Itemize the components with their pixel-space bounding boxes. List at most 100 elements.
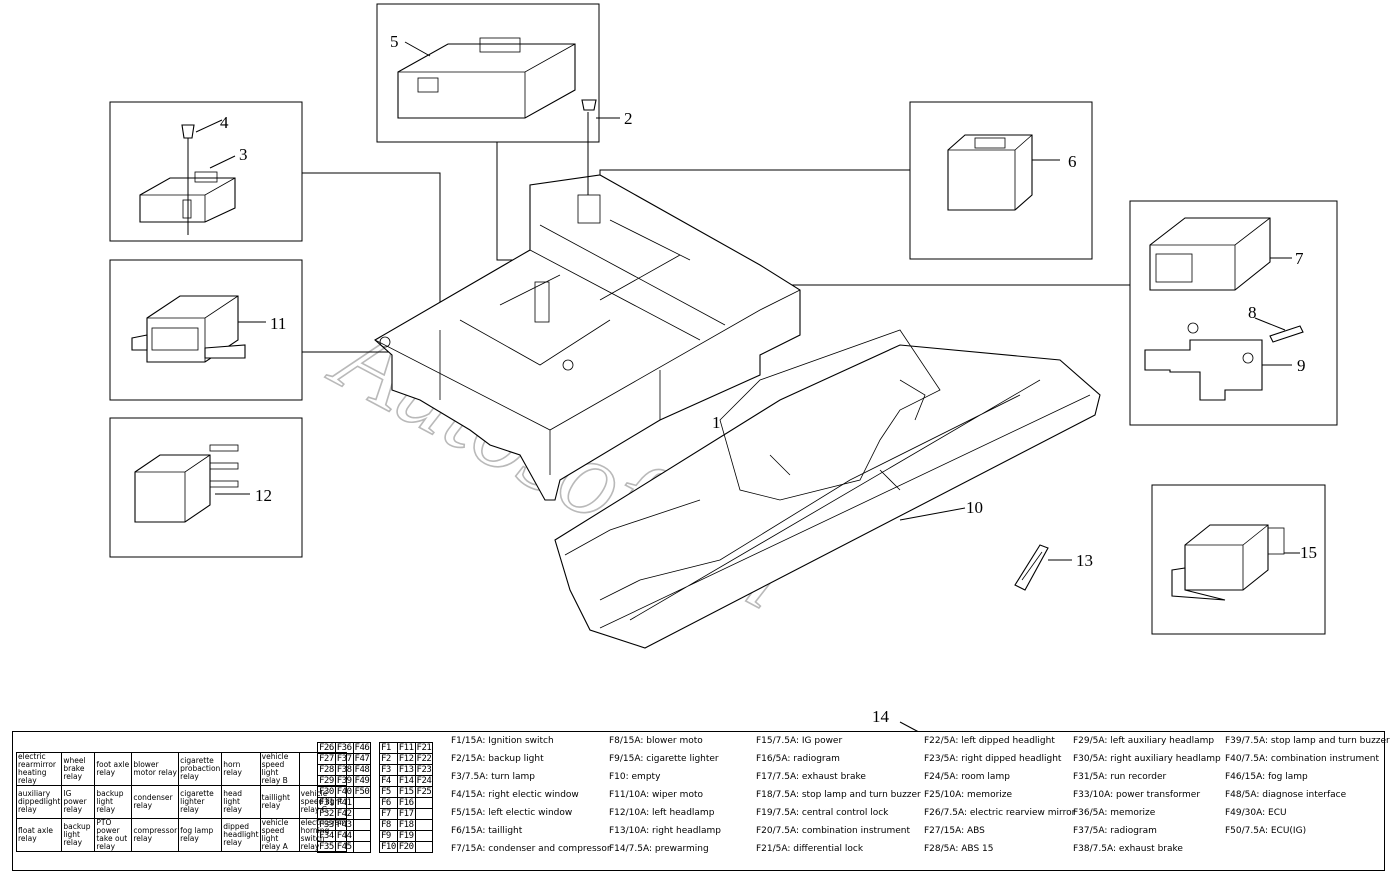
fuse-slot: F16 <box>396 797 416 809</box>
fuse-item: F26/7.5A: electric rearview mirror <box>924 808 1076 818</box>
part-3-box <box>109 101 303 242</box>
fuse-slot: F39 <box>334 775 354 787</box>
callout-3: 3 <box>239 145 248 164</box>
fuse-slot: F24 <box>414 775 434 787</box>
fuse-item: F40/7.5A: combination instrument <box>1225 754 1379 764</box>
fuse-item: F13/10A: right headlamp <box>609 826 721 836</box>
fuse-slot: F18 <box>396 819 416 831</box>
fuse-slot: F4 <box>379 775 398 787</box>
fuse-slot: F42 <box>334 808 354 820</box>
fuse-item: F17/7.5A: exhaust brake <box>756 772 866 782</box>
callout-8: 8 <box>1248 303 1257 322</box>
fuse-list-col-2: F8/15A: blower moto F9/15A: cigarette li… <box>609 736 721 862</box>
fuse-slot <box>352 841 372 853</box>
fuse-item: F28/5A: ABS 15 <box>924 844 994 854</box>
callout-9: 9 <box>1297 356 1306 375</box>
fuse-slot: F15 <box>396 786 416 798</box>
fuse-item: F48/5A: diagnose interface <box>1225 790 1347 800</box>
fuse-slot: F40 <box>334 786 354 798</box>
fuse-slot: F48 <box>352 764 372 776</box>
fuse-item: F22/5A: left dipped headlight <box>924 736 1055 746</box>
fuse-slot: F49 <box>352 775 372 787</box>
relay-cell: fog lamp relay <box>178 818 223 852</box>
fuse-slot: F10 <box>379 841 398 853</box>
fuse-slot: F2 <box>379 753 398 765</box>
callout-15: 15 <box>1300 543 1317 562</box>
callout-11: 11 <box>270 314 286 333</box>
callout-4: 4 <box>220 113 229 132</box>
fuse-slot: F47 <box>352 753 372 765</box>
callout-12: 12 <box>255 486 272 505</box>
part-15-box <box>1151 484 1326 635</box>
fuse-item: F39/7.5A: stop lamp and turn buzzer <box>1225 736 1390 746</box>
relay-cell: head light relay <box>221 785 261 819</box>
callout-2: 2 <box>624 109 633 128</box>
fuse-slot: F22 <box>414 753 434 765</box>
fuse-list-col-1: F1/15A: Ignition switch F2/15A: backup l… <box>451 736 611 862</box>
fuse-list-col-4: F22/5A: left dipped headlight F23/5A: ri… <box>924 736 1075 862</box>
fuse-item: F4/15A: right electic window <box>451 790 579 800</box>
fuse-item: F11/10A: wiper moto <box>609 790 703 800</box>
fuse-item: F23/5A: right dipped headlight <box>924 754 1062 764</box>
fuse-item: F27/15A: ABS <box>924 826 985 836</box>
fuse-item: F30/5A: right auxiliary headlamp <box>1073 754 1221 764</box>
fuse-item: F16/5A: radiogram <box>756 754 840 764</box>
callout-14: 14 <box>872 707 890 726</box>
fuse-item: F14/7.5A: prewarming <box>609 844 709 854</box>
fuse-slot <box>352 808 372 820</box>
leader-lines <box>302 142 1130 353</box>
part-5-box <box>376 3 600 143</box>
relay-cell: condenser relay <box>131 785 180 819</box>
relay-cell: dipped headlight relay <box>221 818 261 852</box>
part-6-box <box>909 101 1093 260</box>
fuse-slot: F36 <box>334 742 354 754</box>
fuse-item: F5/15A: left electic window <box>451 808 573 818</box>
fuse-slot: F7 <box>379 808 398 820</box>
relay-cell: vehicle speed light relay B <box>259 752 300 786</box>
fuse-slot: F13 <box>396 764 416 776</box>
relay-cell: foot axle relay <box>94 752 133 786</box>
relay-row: auxiliary dippedlight relay IG power rel… <box>15 785 347 819</box>
relay-cell: blower motor relay <box>131 752 180 786</box>
fuse-item: F24/5A: room lamp <box>924 772 1010 782</box>
fuse-item: F2/15A: backup light <box>451 754 544 764</box>
relay-cell: backup light relay <box>94 785 133 819</box>
fuse-item: F1/15A: Ignition switch <box>451 736 554 746</box>
fuse-slot: F43 <box>334 819 354 831</box>
fuse-slot: F26 <box>317 742 336 754</box>
callout-10: 10 <box>966 498 983 517</box>
fuse-slot: F5 <box>379 786 398 798</box>
relay-cell: float axle relay <box>15 818 63 852</box>
callout-5: 5 <box>390 32 399 51</box>
fuse-slot: F19 <box>396 830 416 842</box>
fuse-slot: F45 <box>334 841 354 853</box>
fuse-slot: F14 <box>396 775 416 787</box>
fuse-item: F7/15A: condenser and compressor <box>451 844 611 854</box>
part-13-clip <box>1014 544 1072 591</box>
relay-cell: cigarette probaction relay <box>178 752 223 786</box>
fuse-slot: F12 <box>396 753 416 765</box>
fuse-slot: F38 <box>334 764 354 776</box>
fuse-item: F9/15A: cigarette lighter <box>609 754 719 764</box>
fuse-slot <box>352 797 372 809</box>
fuse-slot: F6 <box>379 797 398 809</box>
fuse-item: F3/7.5A: turn lamp <box>451 772 535 782</box>
fuse-item: F29/5A: left auxiliary headlamp <box>1073 736 1215 746</box>
fuse-item: F20/7.5A: combination instrument <box>756 826 910 836</box>
fuse-slot: F35 <box>317 841 336 853</box>
relay-cell: cigarette lighter relay <box>178 785 223 819</box>
fuse-slot: F25 <box>414 786 434 798</box>
